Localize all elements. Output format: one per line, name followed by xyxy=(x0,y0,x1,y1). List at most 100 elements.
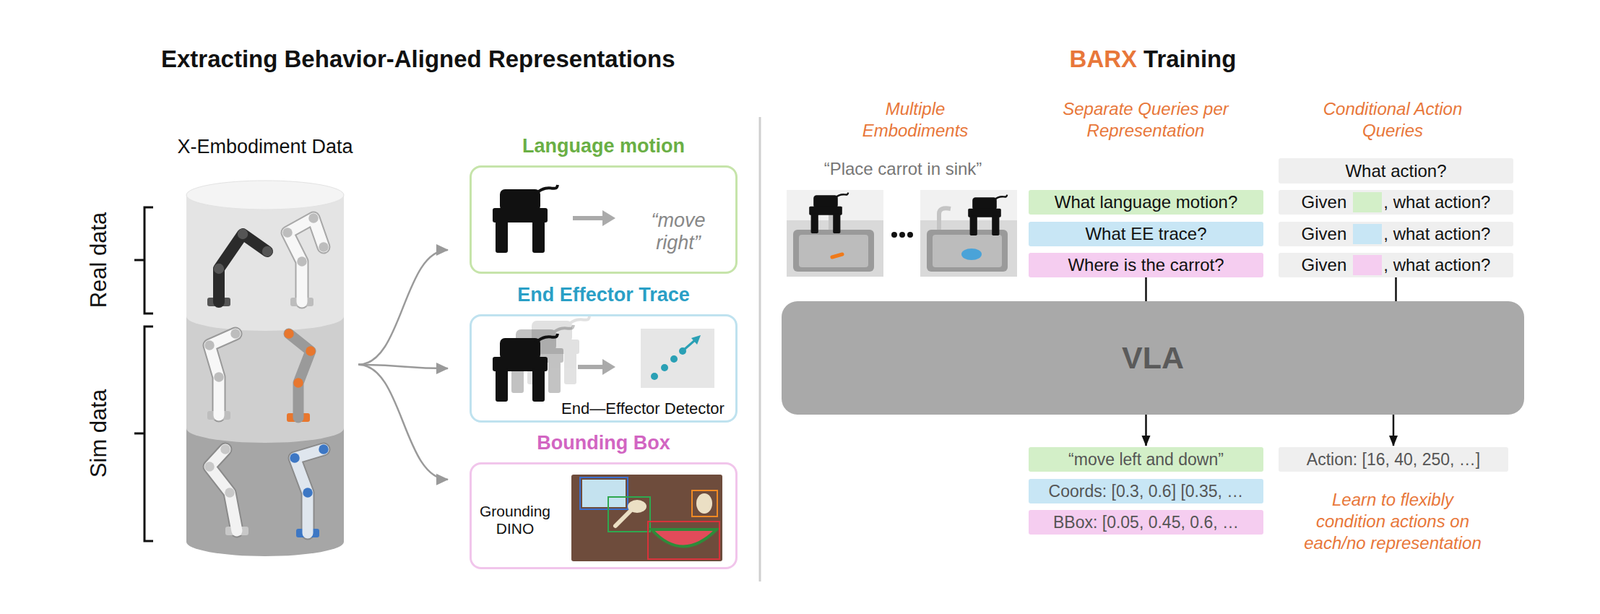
robot-arm xyxy=(218,234,268,302)
illustration-part xyxy=(832,254,843,258)
gripper-icon xyxy=(492,184,558,253)
illustration-part xyxy=(660,364,669,372)
cylinder-shape xyxy=(186,180,344,558)
illustration-part xyxy=(134,207,154,314)
robot-joint xyxy=(308,213,319,224)
illustration-part xyxy=(627,499,647,513)
robot-joint xyxy=(220,444,231,455)
output-box: Action: [16, 40, 250, …] xyxy=(1278,447,1509,472)
box-text: BBox: [0.05, 0.45, 0.6, … xyxy=(1053,512,1239,533)
illustration-part xyxy=(492,184,558,253)
illustration-part xyxy=(571,474,723,562)
illustration-part xyxy=(932,234,1002,268)
robot-joint xyxy=(224,487,235,498)
connector-arrow xyxy=(358,364,448,480)
action-query-box: Given , what action? xyxy=(1278,252,1514,278)
instruction-text: “Place carrot in sink” xyxy=(824,158,983,180)
robot-arm xyxy=(294,449,324,534)
panel-title: Extracting Behavior-Aligned Representati… xyxy=(161,45,675,73)
illustration-part xyxy=(961,248,982,261)
robot-joint xyxy=(204,461,215,472)
illustration-part xyxy=(907,231,914,238)
box-text: , what action? xyxy=(1383,254,1491,276)
robot-arm xyxy=(288,333,311,418)
action-query-box: What action? xyxy=(1278,158,1514,184)
note-text: Learn to flexibly condition actions on e… xyxy=(1300,489,1486,555)
illustration-part xyxy=(651,529,717,547)
panel-heading: Language motion xyxy=(442,135,765,158)
illustration-part xyxy=(786,189,884,277)
query-box: What EE trace? xyxy=(1028,221,1264,247)
representation-panel: Bounding BoxGrounding DINO xyxy=(469,462,738,570)
box-text: Given xyxy=(1301,223,1348,245)
column-header: Conditional Action Queries xyxy=(1298,98,1487,142)
robot-arm xyxy=(287,218,324,302)
illustration-part xyxy=(572,215,604,221)
color-swatch xyxy=(1352,192,1382,213)
robot-joint xyxy=(318,444,329,455)
cylinder-heading: X-Embodiment Data xyxy=(176,135,353,159)
title-group: BARXTraining xyxy=(1069,44,1237,74)
color-swatch xyxy=(1352,254,1382,276)
illustration-part xyxy=(640,328,715,388)
box-text: Given xyxy=(1301,192,1348,213)
robot-joint xyxy=(230,328,241,339)
model-name: VLA xyxy=(1121,340,1184,376)
illustration-part xyxy=(926,229,1008,272)
box-text: , what action? xyxy=(1383,223,1491,245)
robot-photo xyxy=(920,189,1018,277)
robot-joint xyxy=(213,263,224,274)
group-label: Real data xyxy=(85,212,114,309)
robot-joint xyxy=(283,328,294,339)
ellipsis-dots xyxy=(891,231,914,238)
cylinder-band xyxy=(186,428,344,557)
column-header: Multiple Embodiments xyxy=(842,98,988,142)
illustration-part xyxy=(650,372,659,380)
panel-caption: Grounding DINO xyxy=(471,502,559,538)
illustration-part xyxy=(939,208,951,230)
box-text: What language motion? xyxy=(1054,192,1239,213)
cylinder-band xyxy=(186,195,344,331)
illustration-part xyxy=(492,333,558,402)
robot-joint xyxy=(293,377,304,388)
robot-joint xyxy=(305,346,316,357)
illustration-part xyxy=(809,192,849,234)
connector-arrow xyxy=(1144,414,1148,446)
illustration-part xyxy=(615,509,632,526)
robot-joint xyxy=(289,452,300,464)
trace-image xyxy=(640,328,715,388)
robot-arm xyxy=(287,218,324,302)
robot-joint xyxy=(282,227,293,238)
box-text: “move left and down” xyxy=(1068,450,1224,470)
robot-joint xyxy=(318,241,329,253)
illustration-part xyxy=(608,496,651,532)
robot-joint xyxy=(237,228,248,240)
panel-divider xyxy=(759,117,762,582)
illustration-part xyxy=(696,493,713,514)
illustration-part xyxy=(793,229,875,272)
data-cylinder: X-Embodiment Data xyxy=(186,180,344,557)
illustration-part xyxy=(577,364,604,370)
robot-joint xyxy=(302,487,313,498)
robot-arm xyxy=(294,449,324,534)
query-box: Where is the carrot? xyxy=(1028,252,1264,278)
panel-title: Training xyxy=(1143,44,1236,74)
model-block: VLA xyxy=(781,301,1525,415)
color-swatch xyxy=(1352,223,1382,245)
robot-joint xyxy=(204,340,215,351)
illustration-part xyxy=(967,195,1007,236)
output-box: BBox: [0.05, 0.45, 0.6, … xyxy=(1028,509,1264,535)
illustration-part xyxy=(891,231,898,238)
illustration-part xyxy=(580,477,628,510)
illustration-part xyxy=(582,479,626,508)
action-query-box: Given , what action? xyxy=(1278,221,1514,247)
box-text: Given xyxy=(1301,254,1348,276)
arrow-icon xyxy=(572,210,616,227)
connector-arrow xyxy=(1144,277,1148,302)
connector-arrow xyxy=(1394,277,1398,302)
illustration-part xyxy=(692,490,718,517)
box-text: Where is the carrot? xyxy=(1067,254,1224,276)
query-box: What language motion? xyxy=(1028,189,1264,215)
panel-heading: Bounding Box xyxy=(442,431,765,455)
box-text: Action: [16, 40, 250, …] xyxy=(1306,450,1481,470)
